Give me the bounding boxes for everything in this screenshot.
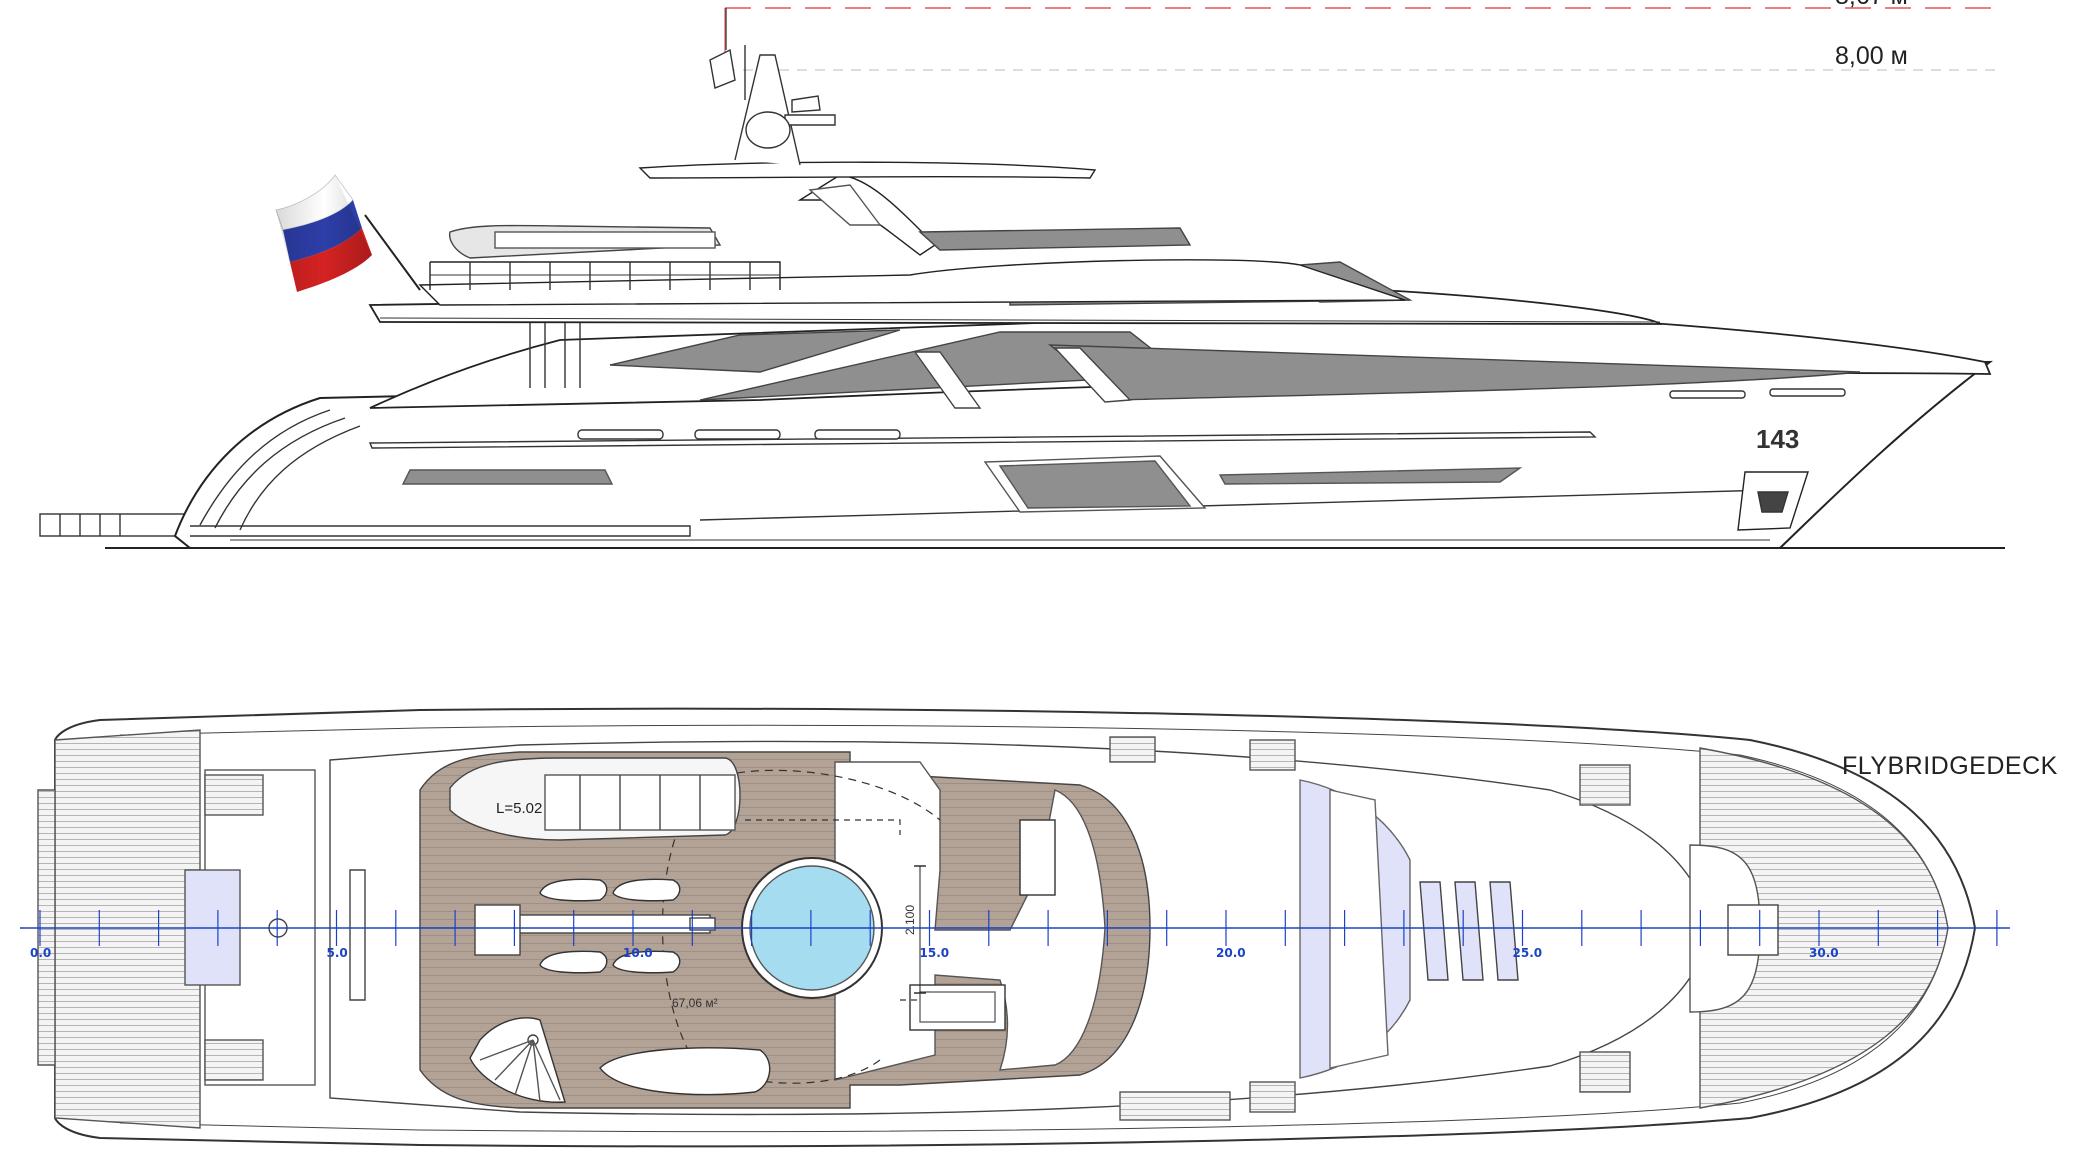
scale-tick-label: 20.0 <box>1216 946 1246 960</box>
scale-tick-label: 30.0 <box>1809 946 1839 960</box>
height-label-top: 8,67 м <box>1835 0 1908 11</box>
side-profile-view <box>39 8 2005 549</box>
scale-tick-label: 0.0 <box>30 946 52 960</box>
height-reference-lines <box>724 7 1995 71</box>
deck-title: FLYBRIDGEDECK <box>1842 752 2058 780</box>
scale-tick-marks <box>39 910 1998 946</box>
scale-tick-label: 5.0 <box>326 946 348 960</box>
scale-tick-label: 25.0 <box>1512 946 1543 960</box>
scale-tick-label: 10.0 <box>623 946 653 960</box>
scale-tick-label: 15.0 <box>919 946 950 960</box>
deck-area-label: 67,06 м² <box>672 996 718 1010</box>
hull-number: 143 <box>1756 424 1800 454</box>
height-label-mid: 8,00 м <box>1835 42 1908 70</box>
dimension-label: 2.100 <box>903 904 917 935</box>
tender-length-label: L=5.02 <box>496 800 543 817</box>
russian-flag <box>275 174 372 292</box>
